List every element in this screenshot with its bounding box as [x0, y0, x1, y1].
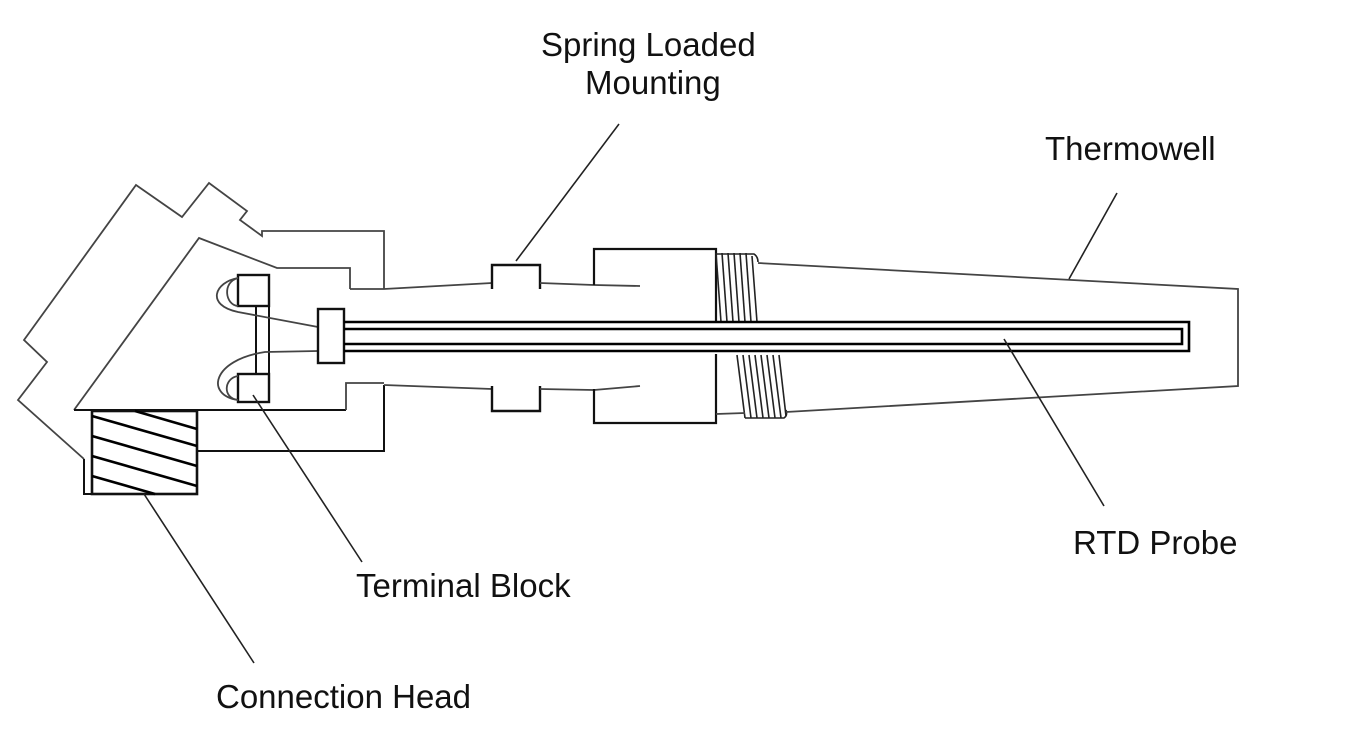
connection-head — [16, 181, 385, 495]
leader-spring-loaded-mounting — [515, 123, 620, 262]
thread-line — [751, 255, 758, 323]
leader-terminal-block — [252, 394, 363, 563]
label-thermowell: Thermowell — [1045, 130, 1216, 167]
thread-line — [766, 354, 776, 419]
hatch-line — [91, 434, 198, 468]
thermowell-threads — [715, 252, 788, 419]
leader-thermowell — [1068, 192, 1118, 280]
tube-upper-curve — [539, 282, 641, 287]
tube-lower-curve — [539, 385, 641, 391]
thread-line — [733, 252, 740, 323]
label-terminal-block: Terminal Block — [356, 567, 571, 604]
thread-bottom-edge — [745, 409, 788, 419]
hex-fitting-top — [592, 247, 718, 322]
label-spring-loaded-mounting-line1: Spring Loaded — [541, 26, 756, 63]
thermowell-lower-stub — [715, 412, 746, 415]
terminal-lower — [236, 372, 271, 404]
thread-line — [760, 354, 770, 419]
thread-line — [778, 354, 787, 417]
label-spring-loaded-mounting-line2: Mounting — [585, 64, 721, 101]
spring-mount-bottom — [490, 386, 542, 413]
spring-mount-top — [490, 263, 542, 289]
nipple-top — [350, 282, 493, 290]
thread-top-edge — [716, 253, 759, 263]
probe-sheath-outer — [344, 320, 1191, 353]
wire-loop-lower-inner — [225, 375, 239, 401]
thread-line — [715, 252, 722, 323]
thermowell — [715, 262, 1239, 415]
leader-connection-head — [143, 493, 255, 664]
extension-nipple — [350, 263, 641, 413]
thread-line — [772, 354, 782, 419]
thread-line — [727, 252, 734, 323]
thread-line — [736, 354, 746, 419]
hatch-line — [91, 454, 198, 488]
hatch-line — [91, 474, 156, 496]
hatch-line — [134, 409, 198, 431]
terminal-upper — [236, 273, 271, 308]
wire-loop-upper-outer — [216, 277, 319, 328]
connection-head-lower-wall — [198, 385, 385, 452]
label-rtd-probe: RTD Probe — [1073, 524, 1238, 561]
terminal-block — [216, 273, 319, 404]
connection-head-lower-step — [345, 382, 384, 410]
leader-rtd-probe — [1003, 338, 1105, 507]
probe-sheath-inner — [344, 327, 1184, 346]
wire-loop-upper-inner — [226, 277, 239, 307]
conduit-entry — [90, 409, 199, 496]
thread-line — [721, 252, 728, 323]
thread-line — [754, 354, 764, 419]
thread-line — [745, 252, 752, 323]
probe-connector — [316, 307, 346, 365]
thread-line — [739, 252, 746, 323]
connection-head-left-foot — [83, 459, 92, 495]
hex-fitting — [592, 247, 718, 425]
leader-lines — [143, 123, 1118, 664]
thread-line — [748, 354, 758, 419]
rtd-probe — [344, 320, 1191, 353]
nipple-bottom — [383, 384, 493, 390]
connection-head-inner-outline — [73, 236, 351, 411]
hatch-line — [91, 414, 198, 448]
wire-loop-lower-outer — [217, 350, 319, 401]
terminal-bar — [255, 305, 270, 375]
label-connection-head: Connection Head — [216, 678, 472, 715]
thermowell-outline — [757, 262, 1239, 413]
connection-head-outer-outline — [16, 181, 385, 460]
thread-line — [742, 354, 752, 419]
hex-fitting-bottom — [592, 354, 718, 425]
